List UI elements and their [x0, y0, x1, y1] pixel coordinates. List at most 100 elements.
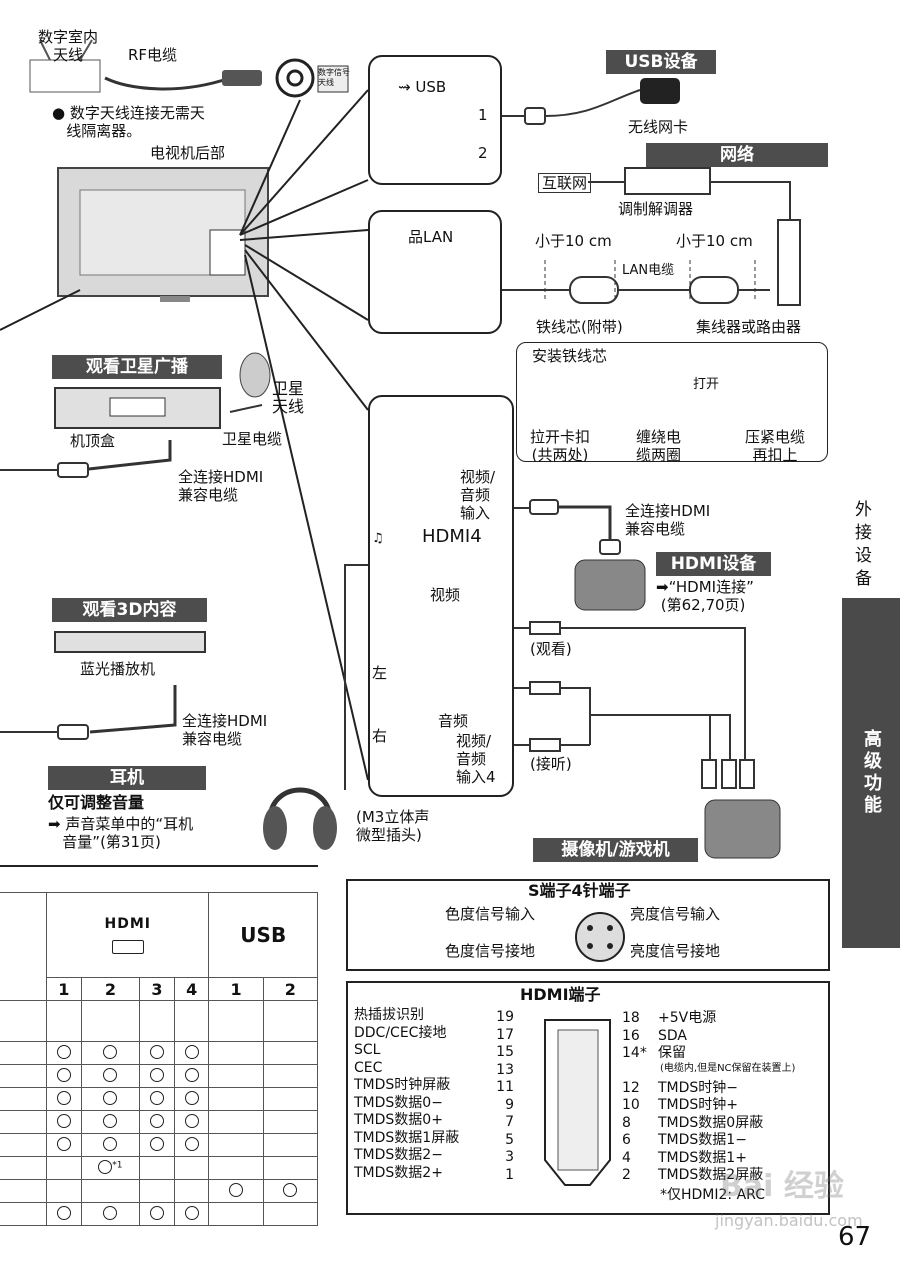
- tv-back-label: 电视机后部: [150, 144, 226, 162]
- table-cell: [208, 1064, 264, 1088]
- pin-label: TMDS数据2−: [354, 1147, 443, 1163]
- table-cell: [139, 1064, 175, 1088]
- table-cell: [80, 1041, 141, 1065]
- table-cell: [80, 1064, 141, 1088]
- rf-cable-label: RF电缆: [128, 46, 178, 64]
- table-cell: [262, 1133, 319, 1157]
- pin-number: 5: [505, 1131, 514, 1148]
- pin-number: 18: [622, 1010, 640, 1026]
- table-cell: [139, 1156, 175, 1180]
- 3d-header: 观看3D内容: [52, 598, 207, 622]
- table-cell: [46, 1110, 82, 1134]
- table-cell: [139, 1133, 175, 1157]
- rca-plug-1: [701, 759, 717, 789]
- sat-hdmi-cable-label: 全连接HDMI 兼容电缆: [178, 468, 264, 504]
- table-row: [0, 1041, 319, 1065]
- ferrite-install-panel: [516, 342, 828, 462]
- table-cell: [46, 1087, 82, 1111]
- pin-label: TMDS数据0−: [354, 1094, 443, 1111]
- table-cell: [262, 1202, 319, 1226]
- table-cell: [80, 1110, 141, 1134]
- pin-label: TMDS时钟−: [658, 1079, 739, 1096]
- pin-label: 热插拔识别: [354, 1007, 424, 1023]
- hdmi-device-header: HDMI设备: [656, 552, 771, 576]
- pin-number: 8: [622, 1114, 631, 1131]
- supported-mark: [184, 1205, 199, 1220]
- supported-mark: [98, 1159, 113, 1174]
- pin-number: 13: [496, 1061, 514, 1078]
- table-cell: [139, 1041, 175, 1065]
- headphone-bold-note: 仅可调整音量: [48, 793, 145, 812]
- table-cell: [208, 1202, 264, 1226]
- rca-plug-3: [739, 759, 755, 789]
- table-cell: [262, 1000, 319, 1042]
- pin-label: SDA: [658, 1027, 687, 1044]
- usb-column-header: USB: [208, 892, 318, 978]
- table-cell: [173, 1179, 210, 1203]
- table-cell: [173, 1133, 210, 1157]
- watermark-brand: Bai 经验: [720, 1169, 844, 1204]
- table-cell: [46, 1179, 82, 1203]
- pin-label: TMDS数据2屏蔽: [658, 1167, 764, 1183]
- pin-label: TMDS数据1屏蔽: [354, 1129, 460, 1146]
- table-row: [0, 1000, 319, 1042]
- headphone-icon: [263, 787, 337, 850]
- pin-label: TMDS数据1+: [658, 1149, 747, 1166]
- right-label: 右: [372, 727, 388, 745]
- pin-label: SCL: [354, 1042, 381, 1058]
- chroma-in-label: 色度信号输入: [445, 905, 536, 923]
- table-cell: [173, 1110, 210, 1134]
- table-cell: [208, 1041, 264, 1065]
- supported-mark: [56, 1090, 71, 1105]
- svideo-title: S端子4针端子: [528, 881, 631, 900]
- table-col-hdmi-2: 2: [80, 977, 141, 1001]
- luma-in-label: 亮度信号输入: [630, 905, 721, 923]
- supported-mark: [229, 1182, 244, 1197]
- table-cell: [262, 1087, 319, 1111]
- hdmi-ref-link[interactable]: ➡“HDMI连接” (第62,70页): [656, 578, 754, 614]
- rca-plug-2: [721, 759, 737, 789]
- pin-number: 1: [505, 1166, 514, 1183]
- length-right-label: 小于10 cm: [676, 232, 753, 250]
- hdmi-camcorder-icon: [574, 559, 646, 611]
- table-row: [0, 1202, 319, 1226]
- watch-label: (观看): [530, 640, 572, 658]
- ferrite-step3-label: 压紧电缆 再扣上: [745, 428, 806, 464]
- ferrite-install-title: 安装铁线芯: [532, 347, 608, 365]
- av-in4-label: 视频/ 音频 输入4: [456, 732, 496, 786]
- audio-label: 音频: [438, 712, 469, 730]
- table-cell: [262, 1110, 319, 1134]
- sat-cable-label: 卫星电缆: [222, 430, 283, 448]
- lan-cable-label: LAN电缆: [622, 263, 675, 278]
- headphone-header: 耳机: [48, 766, 206, 790]
- table-cell: [139, 1202, 175, 1226]
- ferrite-label: 铁线芯(附带): [536, 318, 623, 336]
- table-cell: [46, 1202, 82, 1226]
- pin-number: 2: [622, 1167, 631, 1183]
- table-cell: [262, 1179, 319, 1203]
- table-cell: [208, 1087, 264, 1111]
- supported-mark: [184, 1067, 199, 1082]
- table-col-hdmi-4: 4: [173, 977, 210, 1001]
- chroma-gnd-label: 色度信号接地: [445, 942, 536, 960]
- pin-label: 保留: [658, 1045, 686, 1061]
- lan-callout-box: [368, 210, 502, 334]
- table-col-usb-1: 1: [208, 977, 264, 1001]
- pin-number: 14*: [622, 1045, 647, 1061]
- ferrite-step2-label: 缠绕电 缆两圈: [636, 428, 682, 464]
- supported-mark: [56, 1205, 71, 1220]
- usb-callout-box: [368, 55, 502, 185]
- hub-label: 集线器或路由器: [696, 318, 802, 336]
- wireless-adapter-icon: [640, 78, 680, 104]
- table-cell: [208, 1133, 264, 1157]
- supported-mark: [283, 1182, 298, 1197]
- supported-mark: [184, 1090, 199, 1105]
- pin-number: 16: [622, 1027, 640, 1044]
- headphone-note: ➡ 声音菜单中的“耳机 音量”(第31页): [48, 815, 194, 851]
- table-cell: [80, 1087, 141, 1111]
- satellite-dish-icon: [239, 352, 271, 398]
- indoor-antenna-icon: [29, 39, 101, 93]
- table-cell: [262, 1064, 319, 1088]
- table-cell: [80, 1133, 141, 1157]
